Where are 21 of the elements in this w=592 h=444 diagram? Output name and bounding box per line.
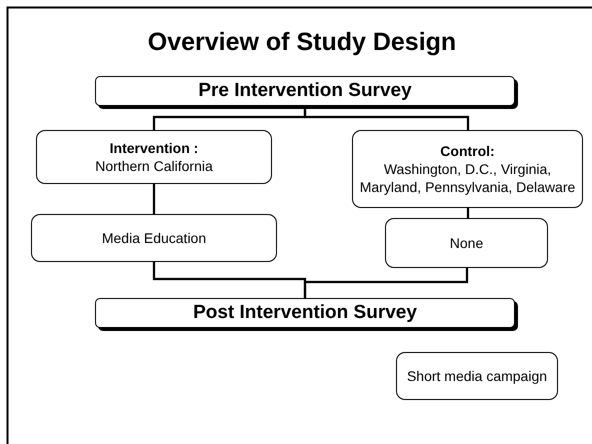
box-text: Northern California bbox=[95, 157, 213, 176]
process-box bbox=[36, 130, 272, 184]
survey-banner bbox=[95, 298, 515, 328]
connector-line bbox=[466, 208, 470, 220]
box-text: None bbox=[450, 234, 484, 252]
connector-line bbox=[304, 106, 470, 130]
box-heading: Control: bbox=[439, 142, 496, 160]
box-text: Media Education bbox=[102, 228, 206, 248]
survey-banner bbox=[95, 76, 515, 106]
process-box bbox=[31, 214, 277, 262]
process-box bbox=[396, 352, 558, 400]
connector-line bbox=[152, 184, 156, 214]
connector-line bbox=[304, 268, 468, 298]
process-box bbox=[352, 130, 583, 208]
box-heading: Intervention : bbox=[110, 138, 198, 157]
box-text: Washington, D.C., Virginia, Maryland, Pennsylvania, Delaware bbox=[358, 160, 576, 196]
process-box bbox=[385, 218, 548, 268]
diagram-title: Overview of Study Design bbox=[146, 28, 458, 57]
box-text: Short media campaign bbox=[406, 366, 548, 386]
box-text: Post Intervention Survey bbox=[193, 302, 417, 324]
box-text: Pre Intervention Survey bbox=[198, 80, 412, 102]
